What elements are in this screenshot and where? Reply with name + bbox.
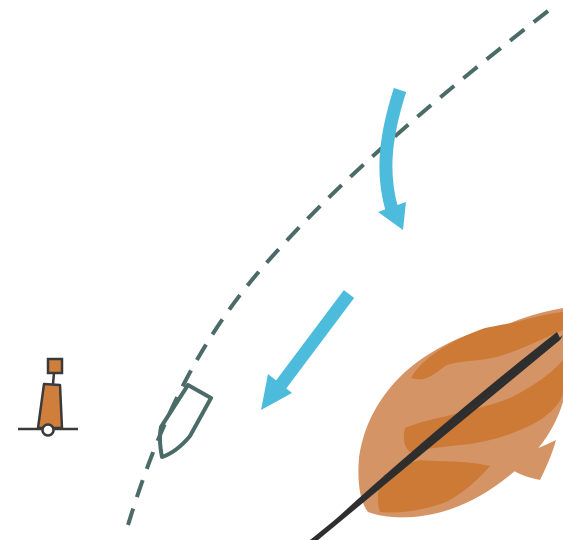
boat-outline (160, 385, 211, 457)
feather (310, 308, 563, 540)
current-arrow-curved (378, 90, 406, 230)
buoy (18, 359, 78, 436)
current-arrow-straight (261, 294, 349, 410)
